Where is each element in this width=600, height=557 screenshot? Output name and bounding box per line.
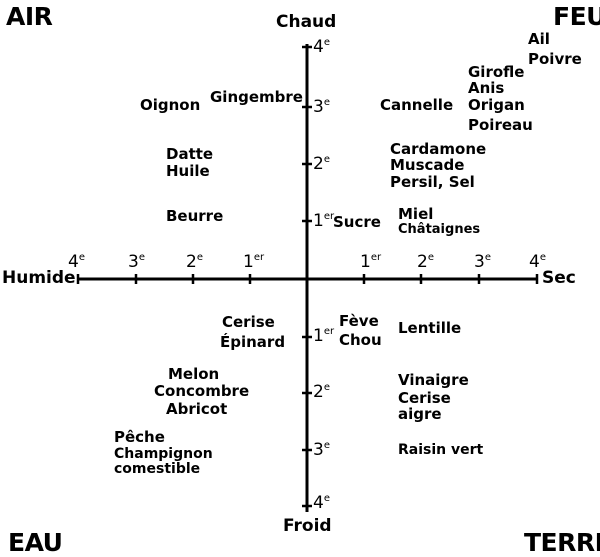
tick-label-humide-2: 2e [186, 252, 203, 272]
axis-label-humide: Humide [2, 268, 76, 288]
tick-label-sec-1: 1er [360, 252, 382, 272]
corner-eau: EAU [8, 528, 63, 557]
item-peche: Pêche [114, 428, 165, 446]
item-persil-sel: Persil, Sel [390, 173, 475, 191]
item-epinard: Épinard [220, 333, 286, 351]
item-vinaigre: Vinaigre [398, 371, 469, 389]
item-sucre: Sucre [333, 213, 381, 231]
tick-label-froid-4: 4e [313, 493, 330, 513]
item-cerise: Cerise [222, 313, 275, 331]
tick-label-chaud-2: 2e [313, 154, 330, 174]
item-melon: Melon [168, 365, 220, 383]
tick-label-humide-4: 4e [68, 252, 85, 272]
item-abricot: Abricot [166, 400, 228, 418]
item-poireau: Poireau [468, 116, 533, 134]
tick-label-chaud-4: 4e [313, 37, 330, 57]
item-feve: Fève [339, 312, 379, 330]
item-chataignes: Châtaignes [398, 222, 481, 237]
tick-label-chaud-3: 3e [313, 97, 330, 117]
tick-label-chaud-1: 1er [313, 211, 335, 231]
axis-label-chaud: Chaud [276, 12, 337, 32]
item-girofle: Girofle [468, 63, 525, 81]
item-huile: Huile [166, 162, 210, 180]
item-chou: Chou [339, 331, 382, 349]
tick-marks [76, 45, 539, 508]
item-anis: Anis [468, 79, 505, 97]
item-ail: Ail [528, 30, 550, 48]
corner-air: AIR [6, 2, 53, 31]
tick-label-froid-1: 1er [313, 326, 335, 346]
item-oignon: Oignon [140, 96, 201, 114]
item-muscade: Muscade [390, 156, 465, 174]
item-champignon: Champignon [114, 446, 213, 462]
tick-label-froid-2: 2e [313, 382, 330, 402]
item-gingembre: Gingembre [210, 88, 303, 106]
tick-label-humide-3: 3e [128, 252, 145, 272]
item-beurre: Beurre [166, 207, 224, 225]
item-origan: Origan [468, 96, 525, 114]
item-datte: Datte [166, 145, 214, 163]
item-cerise-aigre-2: aigre [398, 405, 442, 423]
tick-label-froid-3: 3e [313, 440, 330, 460]
axis-label-sec: Sec [542, 268, 576, 288]
corner-terre: TERRE [524, 528, 600, 557]
tick-label-sec-3: 3e [474, 252, 491, 272]
tick-label-sec-2: 2e [417, 252, 434, 272]
item-comestible: comestible [114, 461, 201, 477]
item-raisin-vert: Raisin vert [398, 442, 484, 458]
item-lentille: Lentille [398, 319, 462, 337]
item-cannelle: Cannelle [380, 96, 454, 114]
item-poivre: Poivre [528, 50, 582, 68]
tick-label-sec-4: 4e [529, 252, 546, 272]
item-miel: Miel [398, 205, 434, 223]
tick-label-humide-1: 1er [243, 252, 265, 272]
corner-feu: FEU [553, 2, 600, 31]
item-concombre: Concombre [154, 382, 250, 400]
item-cerise-aigre-1: Cerise [398, 389, 451, 407]
item-cardamone: Cardamone [390, 140, 487, 158]
axis-label-froid: Froid [283, 516, 332, 536]
